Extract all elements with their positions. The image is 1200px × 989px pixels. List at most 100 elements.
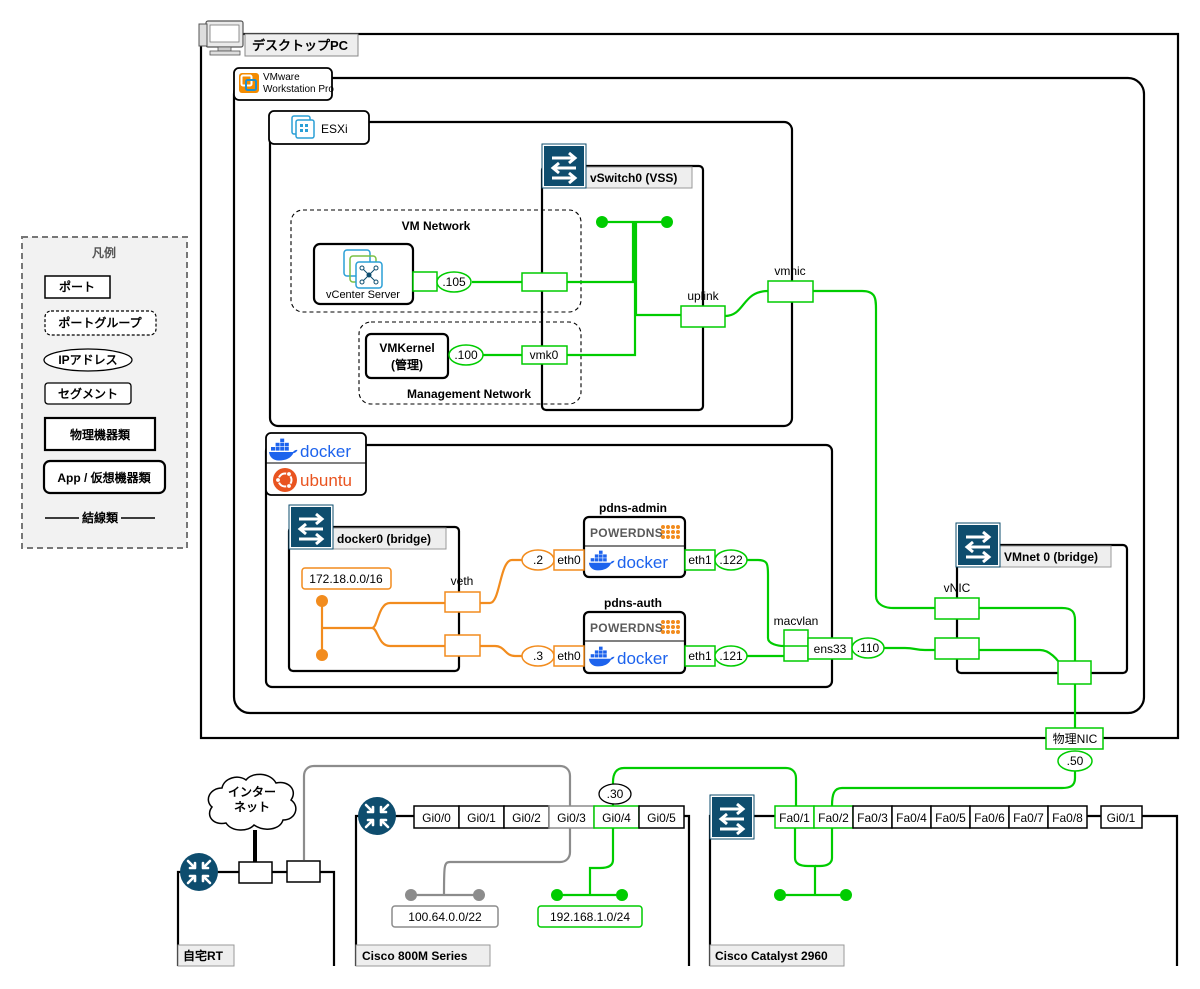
legend-physical-label: 物理機器類 xyxy=(70,427,131,442)
catalyst-segment-left-dot xyxy=(774,889,786,901)
legend-port-group-label: ポートグループ xyxy=(58,315,142,330)
vswitch-vm-network-port xyxy=(521,272,568,292)
legend-title: 凡例 xyxy=(92,245,116,260)
legend-segment-label: セグメント xyxy=(58,386,118,401)
legend-port-group-swatch xyxy=(44,310,157,336)
wan-segment-label: 100.64.0.0/22 xyxy=(408,910,482,924)
vmkernel-ip: .100 xyxy=(454,348,478,362)
esxi-green-links xyxy=(472,220,935,610)
vmk0-port xyxy=(521,345,568,365)
catalyst-fa01-label: Fa0/1 xyxy=(779,811,810,825)
catalyst-gi01-label: Gi0/1 xyxy=(1107,811,1136,825)
pdns-auth-eth0-ip: .3 xyxy=(533,649,543,663)
catalyst-gi01-port xyxy=(1100,805,1143,829)
wan-segment-box xyxy=(391,905,499,928)
ens33-ip-ellipse xyxy=(851,637,885,659)
vmnic-port xyxy=(767,280,814,303)
vm-network-port-group xyxy=(290,209,582,313)
internet-label-line2: ネット xyxy=(234,800,270,814)
vmware-workstation-frame xyxy=(232,76,1146,715)
catalyst-fa08-label: Fa0/8 xyxy=(1052,811,1083,825)
physical-nic-port xyxy=(1045,727,1104,750)
pdns-admin-eth1-label: eth1 xyxy=(688,553,712,567)
legend-ip-label: IPアドレス xyxy=(58,353,117,367)
macvlan-label: macvlan xyxy=(774,614,819,628)
pdns-auth-eth0-label: eth0 xyxy=(557,649,581,663)
ens33-ip: .110 xyxy=(857,641,880,655)
docker-orange-links xyxy=(320,558,522,658)
vswitch0-switch-icon xyxy=(544,146,584,186)
vmkernel-label-line1: VMKernel xyxy=(379,341,434,355)
physical-nic-ip: .50 xyxy=(1067,754,1084,768)
docker-segment-top-dot xyxy=(316,595,328,607)
pdns-admin-docker-logo: docker xyxy=(617,553,668,572)
pdns-admin-eth0-ip: .2 xyxy=(533,553,543,567)
management-network-label: Management Network xyxy=(407,387,531,401)
esxi-frame xyxy=(268,120,794,428)
uplink-port xyxy=(680,305,726,328)
vnic-port-2 xyxy=(934,637,980,660)
cisco800-gi02-label: Gi0/2 xyxy=(512,811,541,825)
cisco800-gi05-label: Gi0/5 xyxy=(647,811,676,825)
catalyst-label: Cisco Catalyst 2960 xyxy=(715,949,828,963)
veth-label: veth xyxy=(451,574,474,588)
lan-segment-box xyxy=(537,905,643,928)
docker-host-frame xyxy=(264,443,834,689)
pdns-admin-powerdns-logo: POWERDNS xyxy=(590,526,663,540)
catalyst-switch-icon xyxy=(712,797,752,837)
legend: 凡例 ポート ポートグループ IPアドレス セグメント 物理機器類 App / … xyxy=(21,236,188,549)
legend-wire-label: 結線類 xyxy=(82,510,119,525)
vcenter-icon xyxy=(343,249,383,289)
home-router-label-box xyxy=(177,944,235,967)
macvlan-green-links xyxy=(747,558,935,658)
home-router-router-icon xyxy=(179,852,219,892)
pdns-auth-title: pdns-auth xyxy=(604,596,662,610)
pdns-auth-container-box xyxy=(582,610,687,675)
legend-ip-swatch xyxy=(43,348,133,372)
vmnet0-uplink-port xyxy=(1057,660,1092,685)
pdns-admin-eth1-ip: .122 xyxy=(719,553,743,567)
vcenter-port xyxy=(412,271,438,292)
docker-host-ubuntu-logo: ubuntu xyxy=(300,471,352,490)
home-router-lan-port xyxy=(286,860,321,883)
esxi-label: ESXi xyxy=(321,122,348,136)
desktop-pc-label: デスクトップPC xyxy=(252,38,349,53)
cisco800-frame xyxy=(354,814,691,966)
pdns-admin-eth0-label: eth0 xyxy=(557,553,581,567)
lan-segment-left-dot xyxy=(551,889,563,901)
pdns-auth-eth0-port xyxy=(553,645,585,667)
pdns-auth-powerdns-dots-icon xyxy=(661,620,680,634)
pdns-auth-eth1-label: eth1 xyxy=(688,649,712,663)
cisco800-label-box xyxy=(355,944,491,967)
docker0-label: docker0 (bridge) xyxy=(337,532,431,546)
cisco800-gi05-port xyxy=(638,805,685,829)
gi04-ip: .30 xyxy=(607,787,624,801)
ens33-label: ens33 xyxy=(814,642,847,656)
vcenter-ip: .105 xyxy=(442,275,466,289)
vm-network-segment-left-dot xyxy=(596,216,608,228)
legend-port-swatch xyxy=(44,275,111,299)
vm-network-label: VM Network xyxy=(402,219,471,233)
home-router-label: 自宅RT xyxy=(183,948,224,963)
gi04-ip-ellipse xyxy=(598,783,632,805)
cisco800-gi01-label: Gi0/1 xyxy=(467,811,496,825)
catalyst-fa06-label: Fa0/6 xyxy=(974,811,1005,825)
catalyst-fa04-label: Fa0/4 xyxy=(896,811,927,825)
home-router-wan-port xyxy=(238,861,273,884)
lan-green-links xyxy=(557,766,1077,897)
internet-label-line1: インター xyxy=(228,785,276,799)
catalyst-segment-right-dot xyxy=(840,889,852,901)
vcenter-label: vCenter Server xyxy=(326,289,400,301)
pdns-auth-docker-logo: docker xyxy=(617,649,668,668)
vswitch0-label: vSwitch0 (VSS) xyxy=(590,171,677,185)
vmkernel-label-line2: (管理) xyxy=(391,357,423,372)
catalyst-fa03-label: Fa0/3 xyxy=(857,811,888,825)
legend-app-label: App / 仮想機器類 xyxy=(57,470,151,485)
vm-network-segment-right-dot xyxy=(661,216,673,228)
desktop-pc-frame xyxy=(199,32,1180,740)
docker-host-docker-logo: docker xyxy=(300,442,351,461)
pdns-admin-container-box xyxy=(582,515,687,579)
